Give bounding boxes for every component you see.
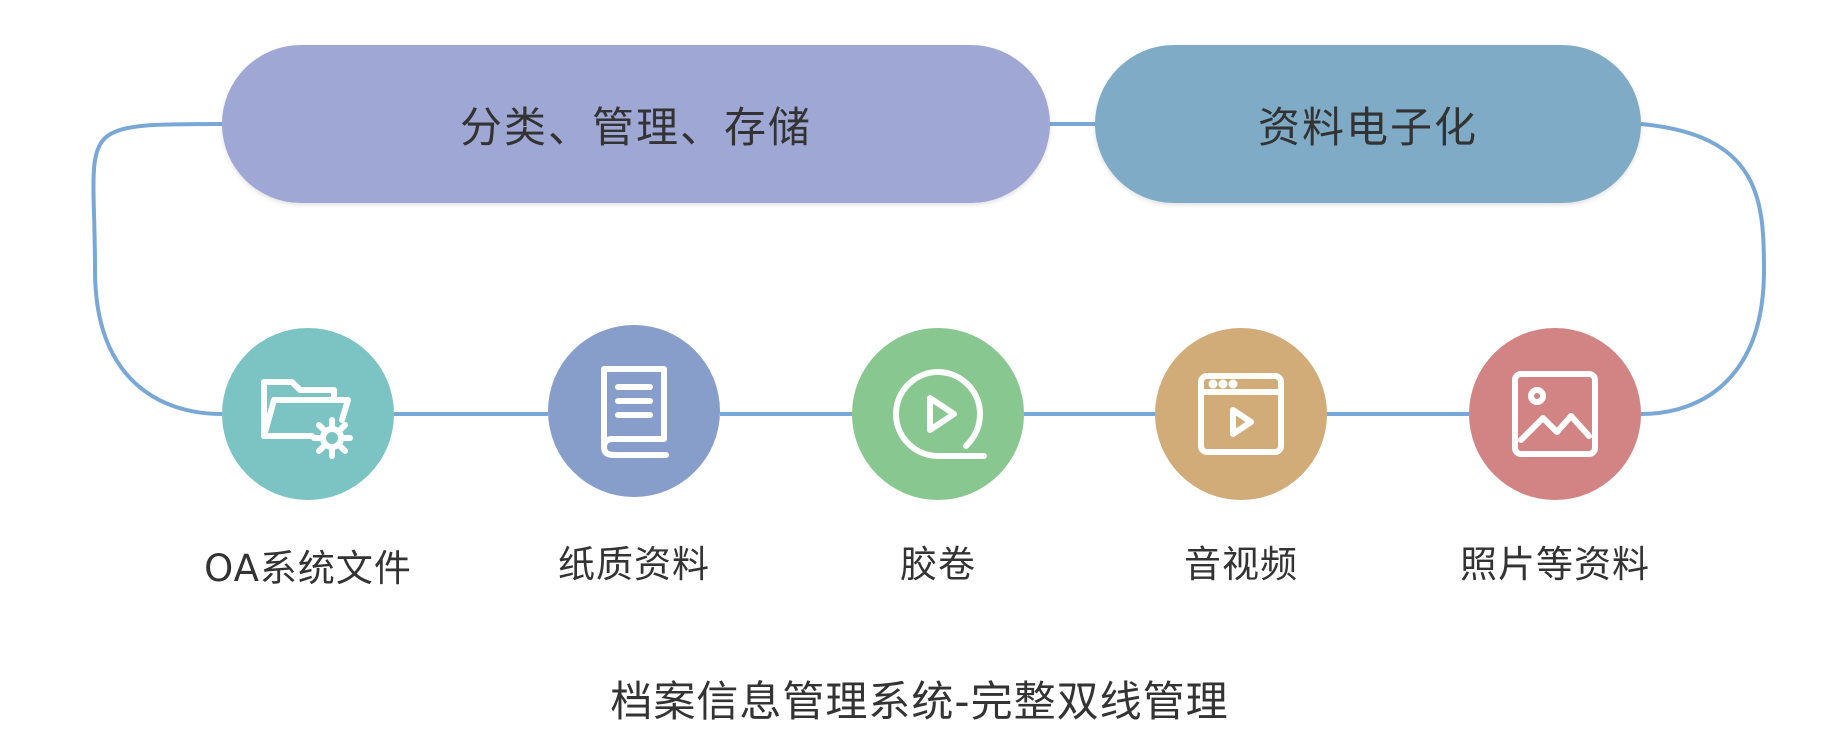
node-label-film: 胶卷 <box>900 543 976 586</box>
image-icon <box>1512 371 1598 457</box>
node-oa-files <box>222 328 394 500</box>
group-pill-digitization: 资料电子化 <box>1095 45 1641 203</box>
node-photos <box>1469 328 1641 500</box>
book-icon <box>601 366 669 458</box>
folder-gear-icon <box>261 379 353 459</box>
node-audio-video <box>1155 328 1327 500</box>
node-paper-documents <box>548 325 720 497</box>
film-reel-play-icon <box>893 369 987 459</box>
video-window-icon <box>1198 373 1284 455</box>
group-label: 分类、管理、存储 <box>459 102 812 152</box>
group-pill-classify-manage-store: 分类、管理、存储 <box>222 45 1050 203</box>
node-label-oa-files: OA系统文件 <box>204 547 412 590</box>
group-label: 资料电子化 <box>1257 102 1478 152</box>
node-label-paper-documents: 纸质资料 <box>558 543 710 586</box>
node-label-photos: 照片等资料 <box>1460 543 1650 586</box>
node-label-audio-video: 音视频 <box>1184 543 1298 586</box>
node-film <box>852 328 1024 500</box>
connector-left-loop <box>91 122 223 416</box>
connector-right-loop <box>1640 122 1767 416</box>
diagram-caption: 档案信息管理系统-完整双线管理 <box>610 677 1229 726</box>
